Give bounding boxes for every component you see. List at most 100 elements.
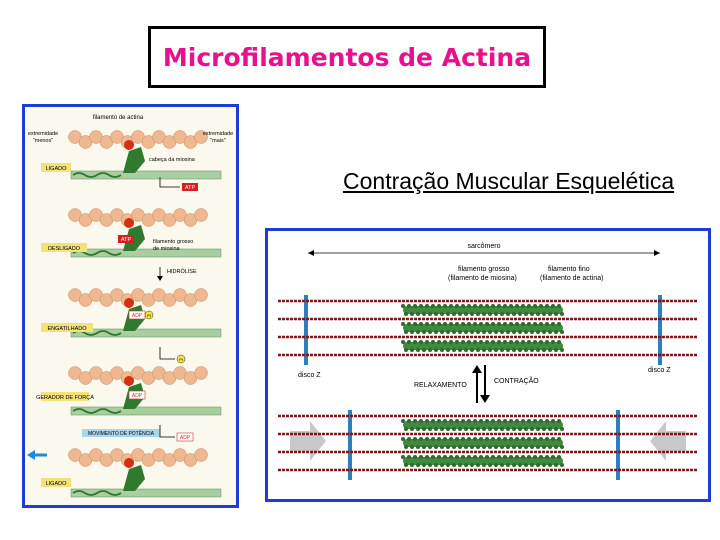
myosin-bead <box>512 445 516 449</box>
arrow-pi <box>159 347 175 360</box>
myosin-bead <box>443 419 447 423</box>
myosin-bead <box>527 340 531 344</box>
myosin-bead <box>515 322 519 326</box>
myosin-filaments <box>70 140 222 498</box>
myosin-bead <box>443 340 447 344</box>
myosin-bead <box>479 304 483 308</box>
myosin-bead <box>440 463 444 467</box>
myosin-bead <box>467 304 471 308</box>
sarcomere-panel: sarcômero filamento grosso (filamento de… <box>265 228 711 502</box>
myosin-bead <box>452 445 456 449</box>
myosin-bead <box>428 445 432 449</box>
myosin-bead <box>509 322 513 326</box>
thick-filament-bar <box>70 488 222 498</box>
actin-bead <box>194 208 208 222</box>
plus-end-label: extremidade <box>203 131 233 137</box>
myosin-bead <box>500 445 504 449</box>
myosin-bead <box>500 348 504 352</box>
myosin-bead <box>542 445 546 449</box>
myosin-bead <box>551 437 555 441</box>
myosin-bead <box>440 348 444 352</box>
thick-filament-label-2: (filamento de miosina) <box>448 275 517 282</box>
myosin-bead <box>539 322 543 326</box>
myosin-bead <box>560 427 564 431</box>
myosin-bead <box>401 437 405 441</box>
myosin-bead <box>515 304 519 308</box>
myosin-bead <box>557 419 561 423</box>
myosin-bead <box>512 463 516 467</box>
myosin-bead <box>494 330 498 334</box>
plus-end-label-2: "mais" <box>210 138 226 144</box>
myosin-bead <box>473 322 477 326</box>
grey-arrow-left <box>290 421 326 461</box>
myosin-bead <box>542 348 546 352</box>
myosin-bead <box>428 312 432 316</box>
myosin-bead <box>488 445 492 449</box>
myosin-bead <box>500 427 504 431</box>
zdisc-label-right: disco Z <box>648 367 671 374</box>
myosin-bead <box>548 463 552 467</box>
myosin-bead <box>536 463 540 467</box>
myosin-bead <box>419 322 423 326</box>
myosin-bead <box>473 419 477 423</box>
myosin-bead <box>449 455 453 459</box>
myosin-bead <box>416 463 420 467</box>
myosin-bead <box>485 340 489 344</box>
myosin-bead <box>533 340 537 344</box>
myosin-bead <box>506 445 510 449</box>
sarcomere-arrow-left <box>308 250 314 256</box>
myosin-bead <box>491 455 495 459</box>
myosin-bead <box>545 340 549 344</box>
myosin-bead <box>437 304 441 308</box>
relaxed-sarcomere <box>278 295 698 365</box>
myosin-bead <box>518 330 522 334</box>
z-disc <box>616 410 620 480</box>
myosin-bead <box>434 445 438 449</box>
myosin-bead <box>464 330 468 334</box>
myosin-bead <box>518 348 522 352</box>
state-box-1 <box>41 163 71 172</box>
myosin-bead <box>401 455 405 459</box>
myosin-bead <box>416 445 420 449</box>
myosin-bead <box>560 463 564 467</box>
myosin-bead <box>506 463 510 467</box>
myosin-bead <box>419 419 423 423</box>
myosin-bead <box>443 437 447 441</box>
minus-end-label: extremidade <box>28 131 58 137</box>
myosin-bead <box>494 445 498 449</box>
myosin-bead <box>422 445 426 449</box>
myosin-bead <box>545 455 549 459</box>
blue-arrow-head <box>27 450 35 460</box>
myosin-bead <box>425 340 429 344</box>
myosin-bead <box>419 437 423 441</box>
myosin-bead <box>452 312 456 316</box>
myosin-bead <box>482 445 486 449</box>
myosin-bead <box>434 427 438 431</box>
myosin-bead <box>422 427 426 431</box>
myosin-bead <box>470 348 474 352</box>
myosin-bead <box>506 427 510 431</box>
myosin-bead <box>521 437 525 441</box>
myosin-bead <box>518 312 522 316</box>
myosin-bead <box>413 340 417 344</box>
myosin-bead <box>497 455 501 459</box>
myosin-bead <box>476 463 480 467</box>
myosin-bead <box>452 330 456 334</box>
myosin-bead <box>470 330 474 334</box>
myosin-bead <box>497 340 501 344</box>
myosin-bead <box>557 455 561 459</box>
myosin-bead <box>455 322 459 326</box>
myosin-bead <box>539 455 543 459</box>
atp-text-2: ATP <box>121 237 132 243</box>
myosin-bead <box>491 437 495 441</box>
myosin-bead <box>431 437 435 441</box>
myosin-bead <box>458 463 462 467</box>
myosin-bead <box>527 322 531 326</box>
myosin-bead <box>410 330 414 334</box>
myosin-bead <box>407 322 411 326</box>
state-label-3: ENGATILHADO <box>47 326 87 332</box>
power-stroke-box <box>82 429 160 437</box>
actin-bead <box>194 288 208 302</box>
myosin-bead <box>530 445 534 449</box>
myosin-bead <box>443 322 447 326</box>
